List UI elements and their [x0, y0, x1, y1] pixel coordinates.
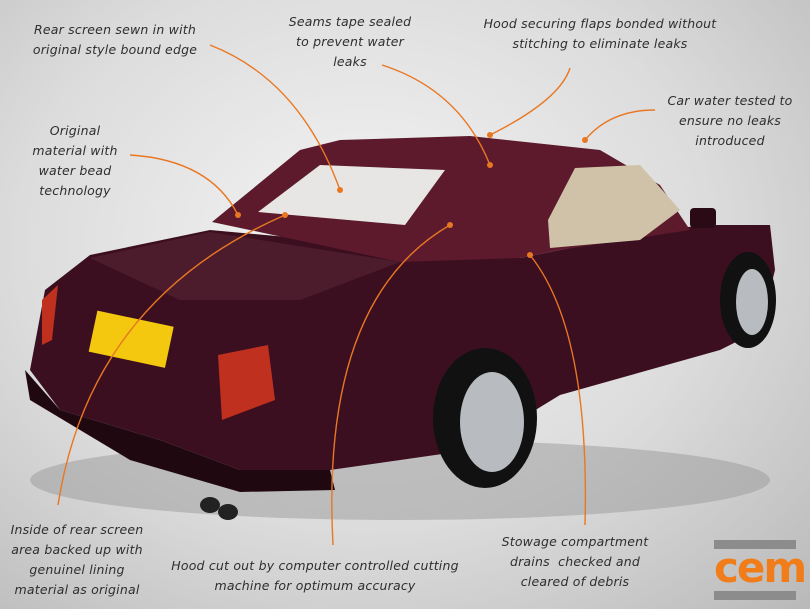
tail-light-right [218, 345, 275, 420]
side-mirror [690, 208, 716, 228]
exhaust-pipes [200, 497, 238, 520]
annotation-original-material: Original material with water bead techno… [32, 123, 118, 198]
annotation-stowage-drains: Stowage compartment drains checked and c… [501, 534, 649, 589]
front-wheel [720, 252, 776, 348]
annotation-seams-tape: Seams tape sealed to prevent water leaks [288, 14, 412, 69]
tail-light-left [42, 285, 58, 345]
arrow-rear-screen-sewn [209, 44, 341, 191]
arrow-securing-flaps [489, 67, 571, 136]
trunk-lid [90, 232, 400, 300]
side-window [548, 165, 680, 248]
rear-bumper [25, 370, 335, 492]
arrow-hood-cut [331, 224, 451, 546]
rear-window [258, 165, 445, 225]
arrow-rear-screen-lining [57, 214, 286, 506]
arrow-heads [235, 132, 588, 258]
annotation-securing-flaps: Hood securing flaps bonded without stitc… [483, 16, 717, 51]
arrow-stowage-drains [529, 254, 587, 526]
arrow-water-tested [584, 109, 656, 141]
annotation-arrows [57, 44, 656, 546]
license-plate [88, 310, 174, 368]
arrow-seams-tape [381, 64, 491, 166]
logo-text: cem [714, 543, 807, 592]
annotation-rear-screen-sewn: Rear screen sewn in with original style … [32, 22, 198, 57]
logo-top-bar [714, 540, 796, 549]
cem-logo: cem [714, 540, 807, 600]
arrow-original-material [129, 154, 239, 216]
rear-wheel [433, 348, 537, 488]
annotation-rear-screen-lining: Inside of rear screen area backed up wit… [10, 522, 144, 597]
annotation-hood-cut: Hood cut out by computer controlled cutt… [171, 558, 459, 593]
annotation-water-tested: Car water tested to ensure no leaks intr… [667, 93, 793, 148]
logo-bottom-bar [714, 591, 796, 600]
